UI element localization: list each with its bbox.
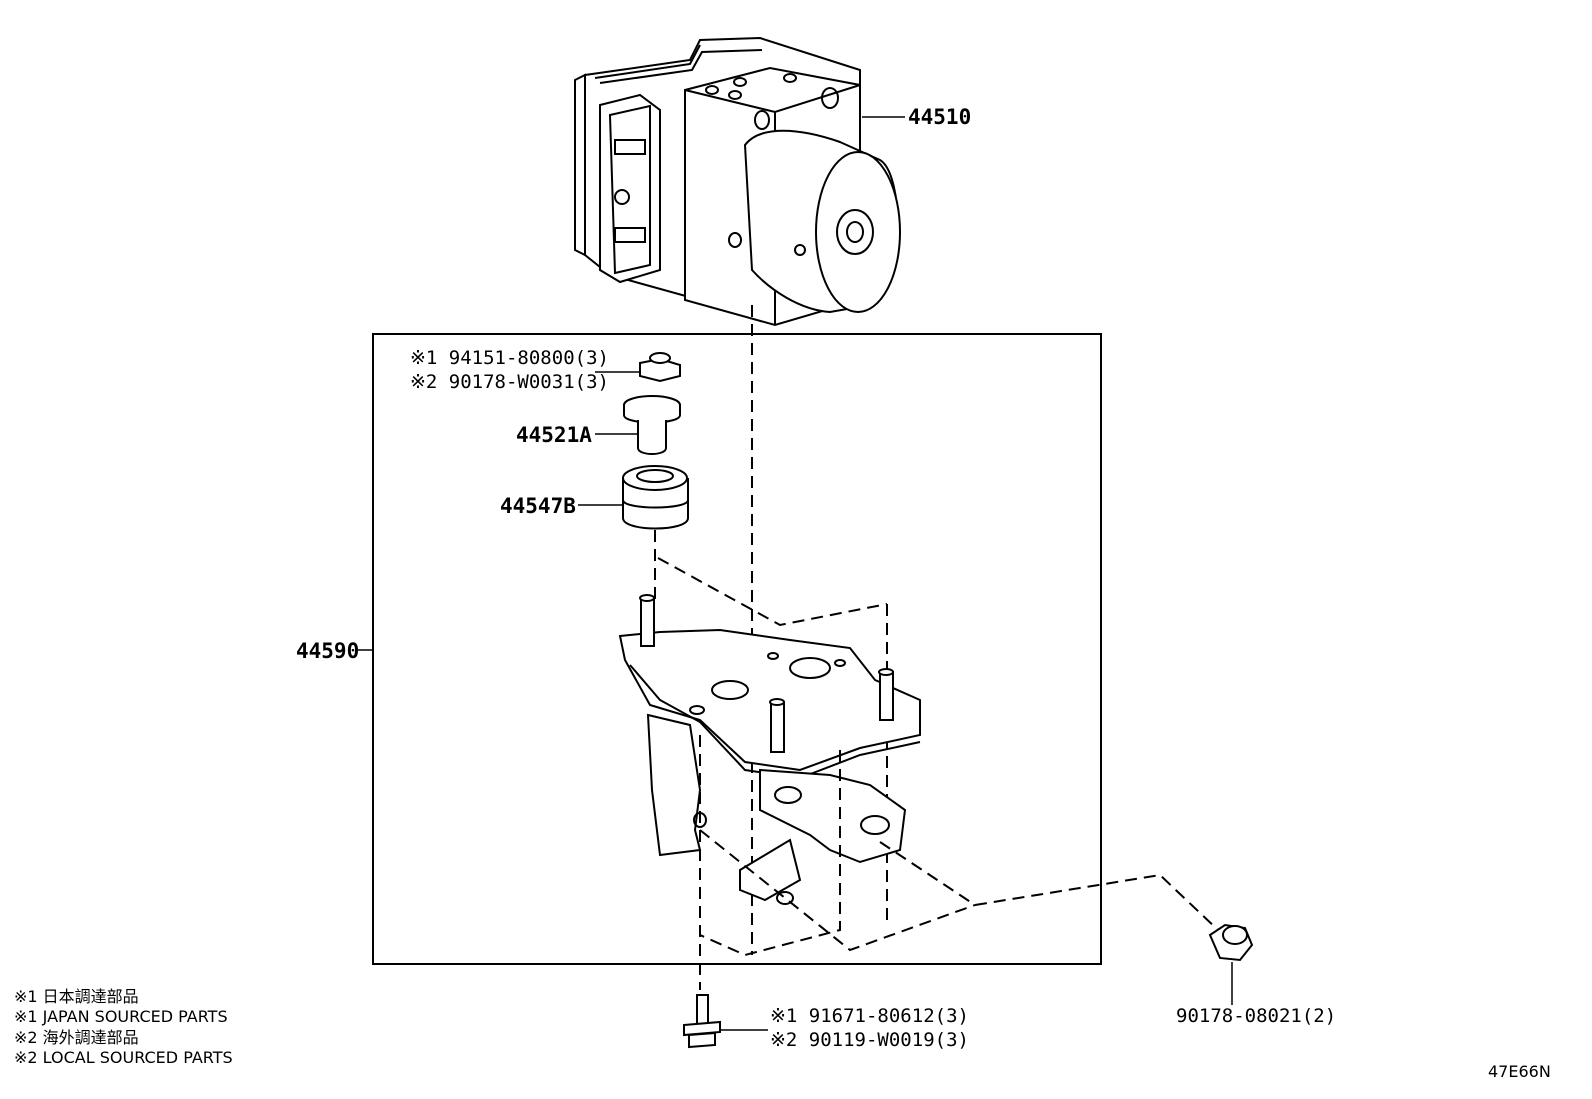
kit-frame-44590	[372, 333, 1102, 965]
bolt-illustration	[683, 994, 721, 1049]
bracket-illustration	[618, 530, 1219, 990]
part-44510-label: 44510	[908, 105, 971, 129]
nut-right-illustration	[1208, 923, 1254, 962]
nut-top-illustration	[639, 352, 681, 383]
part-44547b-label: 44547B	[500, 494, 576, 518]
nut-right-label: 90178-08021(2)	[1176, 1005, 1336, 1027]
note-line-1: ※1 日本調達部品	[14, 987, 139, 1006]
bolt-label-2: ※2 90119-W0019(3)	[770, 1029, 969, 1051]
note-line-3: ※2 海外調達部品	[14, 1028, 139, 1047]
diagram-code: 47E66N	[1488, 1062, 1551, 1081]
nut-top-label-2: ※2 90178-W0031(3)	[410, 371, 609, 393]
abs-actuator-illustration	[574, 36, 901, 327]
collar-44521a-illustration	[623, 395, 681, 455]
note-line-2: ※1 JAPAN SOURCED PARTS	[14, 1007, 228, 1026]
note-line-4: ※2 LOCAL SOURCED PARTS	[14, 1048, 233, 1067]
part-44590-label: 44590	[296, 639, 359, 663]
nut-top-label-1: ※1 94151-80800(3)	[410, 347, 609, 369]
part-44521a-label: 44521A	[516, 423, 592, 447]
bolt-label-1: ※1 91671-80612(3)	[770, 1005, 969, 1027]
cushion-44547b-illustration	[622, 465, 689, 530]
